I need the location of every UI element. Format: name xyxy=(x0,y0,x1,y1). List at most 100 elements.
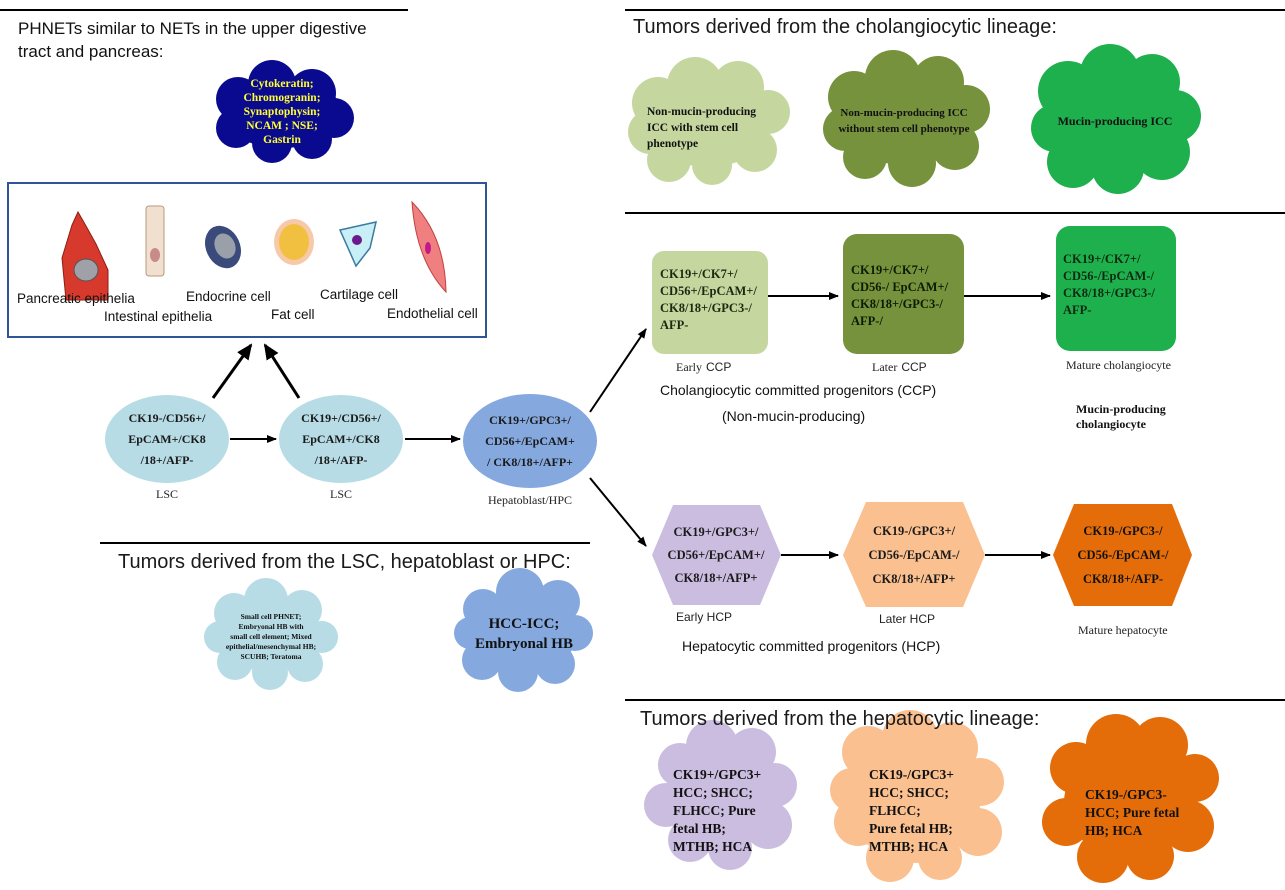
marker-line: EpCAM+/CK8 xyxy=(302,431,380,446)
marker-line: CK8/18+/GPC3-/ xyxy=(660,301,752,315)
hepato-cloud-3 xyxy=(1042,714,1219,883)
marker-line: EpCAM+/CK8 xyxy=(128,431,206,446)
tumor-line: HCC-ICC; xyxy=(488,616,560,632)
phnet-marker: Gastrin xyxy=(263,134,301,146)
marker-line: / CK8/18+/AFP+ xyxy=(486,454,573,469)
cell-types-box xyxy=(7,182,487,338)
tumor-line: CK19-/GPC3+ xyxy=(869,767,954,782)
cholangio-cloud-1-text: Non-mucin-producing ICC with stem cell p… xyxy=(647,104,756,152)
marker-line: CK8/18+/GPC3-/ xyxy=(851,297,943,311)
lsc-tumor-cloud-2 xyxy=(454,568,593,692)
lsc-tumors-heading: Tumors derived from the LSC, hepatoblast… xyxy=(118,551,571,573)
phnet-marker: Synaptophysin; xyxy=(243,106,321,118)
tumor-line: fetal HB; xyxy=(673,821,726,836)
marker-line: CK19+/CK7+/ xyxy=(660,267,738,281)
caption-part: Later xyxy=(872,360,898,374)
hcp-mature-markers: CK19-/GPC3-/ CD56-/EpCAM-/ CK8/18+/AFP- xyxy=(1058,506,1188,604)
tumor-line: Small cell PHNET; xyxy=(240,612,302,621)
tumor-line: Pure fetal HB; xyxy=(869,821,953,836)
lsc-node-1 xyxy=(105,395,229,483)
lsc2-caption: LSC xyxy=(329,487,352,501)
ccp-later-caption: Later CCP xyxy=(872,358,927,376)
hcp-later-caption: Later HCP xyxy=(879,612,936,626)
marker-line: AFP- xyxy=(660,318,689,332)
tumor-line: SCUHB; Teratoma xyxy=(240,652,302,661)
phnet-marker: Chromogranin; xyxy=(243,92,321,104)
marker-line: CK19+/CK7+/ xyxy=(1063,252,1141,266)
intestinal-cell-icon xyxy=(145,205,165,277)
marker-line: CK19+/CD56+/ xyxy=(301,410,381,425)
tumor-line: HB; HCA xyxy=(1085,823,1143,838)
hpc-node xyxy=(463,394,597,488)
hepato-cloud-2-text: CK19-/GPC3+ HCC; SHCC; FLHCC; Pure fetal… xyxy=(869,766,954,856)
lsc-tumor-cloud-2-text: HCC-ICC; Embryonal HB xyxy=(468,600,580,668)
marker-line: CK19-/GPC3+/ xyxy=(872,524,956,538)
ccp-later-node xyxy=(843,234,964,354)
tumor-line: HCC; SHCC; xyxy=(869,785,949,800)
endothelial-cell-icon xyxy=(411,200,447,294)
ccp-later-markers: CK19+/CK7+/ CD56-/ EpCAM+/ CK8/18+/GPC3-… xyxy=(851,262,948,330)
arrow-hpc-ccp xyxy=(589,328,647,413)
label-endothelial-cell: Endothelial cell xyxy=(387,306,478,321)
label-cartilage-cell: Cartilage cell xyxy=(320,287,399,302)
arrow-hpc-hcp xyxy=(589,477,647,547)
mucin-line: Mucin-producing xyxy=(1076,402,1166,416)
phnet-markers: Cytokeratin; Chromogranin; Synaptophysin… xyxy=(226,70,338,154)
marker-line: CD56-/ EpCAM+/ xyxy=(851,280,949,294)
marker-line: CK19+/GPC3+/ xyxy=(673,524,759,539)
endocrine-cell-icon xyxy=(205,225,241,269)
arrow-lsc1-cells xyxy=(211,343,253,399)
lsc1-markers: CK19-/CD56+/ EpCAM+/CK8 /18+/AFP- xyxy=(105,395,229,483)
tumor-line: HCC; Pure fetal xyxy=(1085,805,1180,820)
hcp-early-node xyxy=(652,505,781,605)
tumor-line: MTHB; HCA xyxy=(673,839,753,854)
ccp-early-caption: Early CCP xyxy=(676,358,731,376)
cholangio-cloud-3-text: Mucin-producing ICC xyxy=(1057,114,1173,128)
cholangio-cloud-2 xyxy=(823,50,990,187)
hepato-cloud-3-text: CK19-/GPC3- HCC; Pure fetal HB; HCA xyxy=(1085,786,1179,840)
label-endocrine-cell: Endocrine cell xyxy=(186,289,271,304)
phnet-marker: NCAM ; NSE; xyxy=(246,120,318,132)
ccp-mature-node xyxy=(1056,226,1176,351)
tumor-line: FLHCC; Pure xyxy=(673,803,756,818)
tumor-line: ICC with stem cell xyxy=(647,122,739,134)
tumor-line: FLHCC; xyxy=(869,803,921,818)
hepato-cloud-1 xyxy=(644,720,797,870)
phnet-cloud xyxy=(216,60,354,163)
ccp-mature-markers: CK19+/CK7+/ CD56-/EpCAM-/ CK8/18+/GPC3-/… xyxy=(1063,251,1155,319)
hcp-mature-node xyxy=(1053,504,1192,606)
hcp-early-caption: Early HCP xyxy=(676,610,733,624)
tumor-line: Non-mucin-producing ICC xyxy=(840,107,968,119)
cholangio-tumors-heading: Tumors derived from the cholangiocytic l… xyxy=(633,16,1057,38)
tumor-line: CK19-/GPC3- xyxy=(1085,787,1167,802)
ccp-early-markers: CK19+/CK7+/ CD56+/EpCAM+/ CK8/18+/GPC3-/… xyxy=(660,266,757,334)
marker-line: CD56+/EpCAM+/ xyxy=(660,284,757,298)
tumor-line: CK19+/GPC3+ xyxy=(673,767,762,782)
marker-line: AFP-/ xyxy=(851,314,883,328)
tumor-line: phenotype xyxy=(647,138,699,150)
marker-line: CK8/18+/AFP- xyxy=(1082,572,1164,586)
arrow-lsc2-cells xyxy=(263,343,301,399)
lsc1-caption: LSC xyxy=(155,487,178,501)
tumor-line: Embryonal HB xyxy=(475,636,573,652)
ccp-title: Cholangiocytic committed progenitors (CC… xyxy=(660,382,937,398)
cholangio-cloud-3 xyxy=(1031,44,1201,194)
label-pancreatic-epithelia: Pancreatic epithelia xyxy=(17,291,135,306)
phnet-heading: PHNETs similar to NETs in the upper dige… xyxy=(18,17,367,63)
tumor-line: HCC; SHCC; xyxy=(673,785,753,800)
hpc-markers: CK19+/GPC3+/ CD56+/EpCAM+ / CK8/18+/AFP+ xyxy=(463,394,597,488)
caption-part: CCP xyxy=(901,360,927,374)
label-fat-cell: Fat cell xyxy=(271,307,315,322)
cholangio-cloud-1 xyxy=(628,57,790,185)
tumor-line: epithelial/mesenchymal HB; xyxy=(225,642,317,651)
phnet-heading-line1: PHNETs similar to NETs in the upper dige… xyxy=(18,19,367,38)
lsc-tumor-cloud-1 xyxy=(204,578,338,690)
tumor-line: Embryonal HB with xyxy=(238,622,304,631)
lsc-node-2 xyxy=(279,395,403,483)
lsc-tumor-cloud-1-text: Small cell PHNET; Embryonal HB with smal… xyxy=(212,600,330,674)
marker-line: CD56-/EpCAM-/ xyxy=(1063,269,1154,283)
tumor-line: without stem cell phenotype xyxy=(838,123,970,135)
hepato-tumors-heading: Tumors derived from the hepatocytic line… xyxy=(640,708,1040,730)
tumor-line: MTHB; HCA xyxy=(869,839,949,854)
